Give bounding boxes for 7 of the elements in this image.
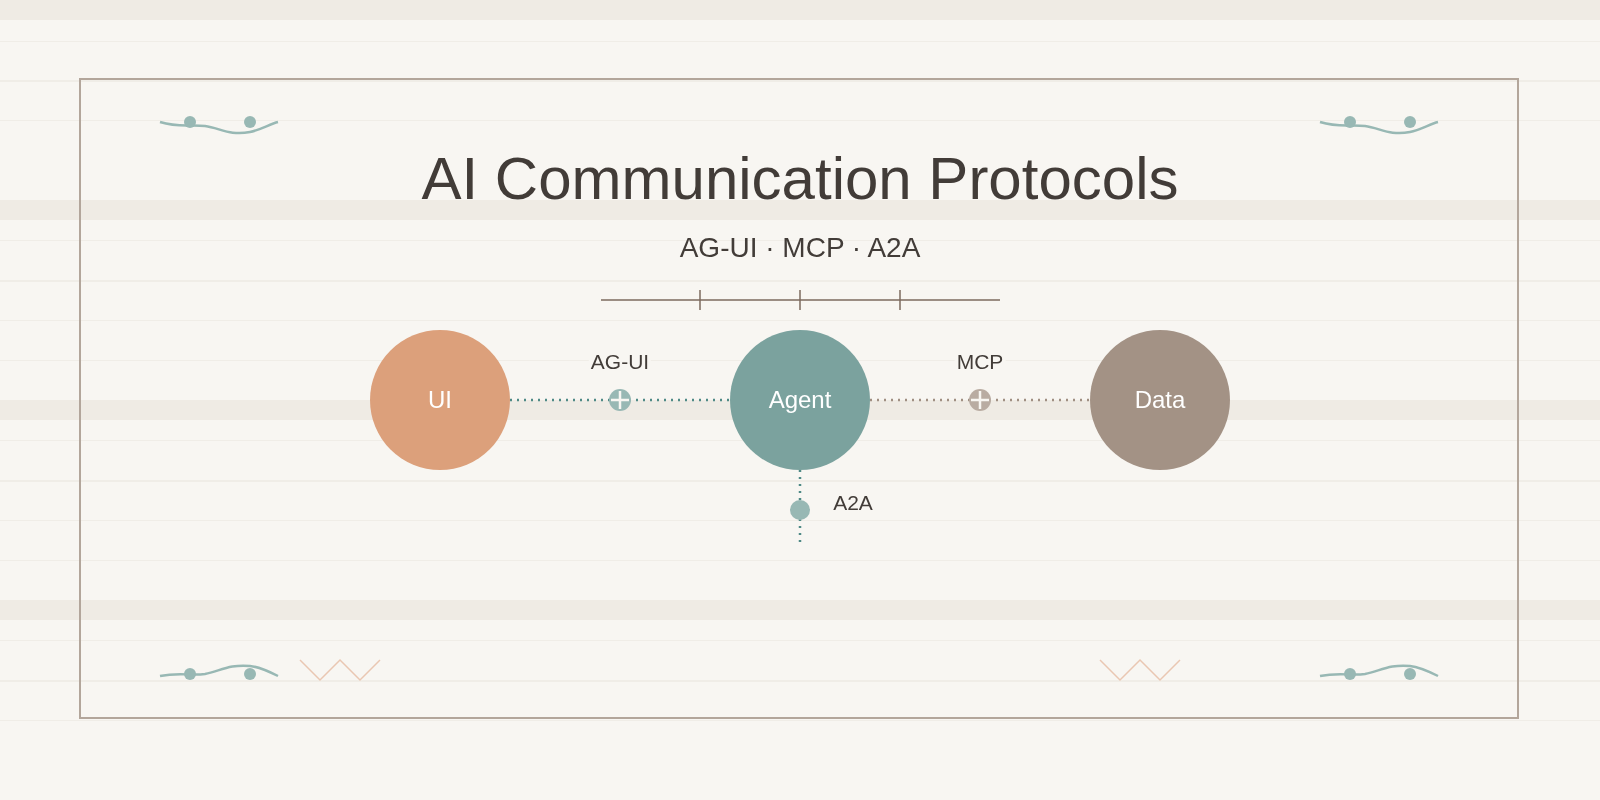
node-label: Agent	[768, 386, 832, 414]
title: AI Communication Protocols	[421, 145, 1179, 212]
subtitle: AG-UI · MCP · A2A	[679, 232, 921, 263]
dotted-connector	[510, 398, 730, 402]
node-label: Data	[1134, 386, 1186, 414]
node-label: UI	[428, 386, 452, 414]
dotted-connector	[870, 398, 1090, 402]
